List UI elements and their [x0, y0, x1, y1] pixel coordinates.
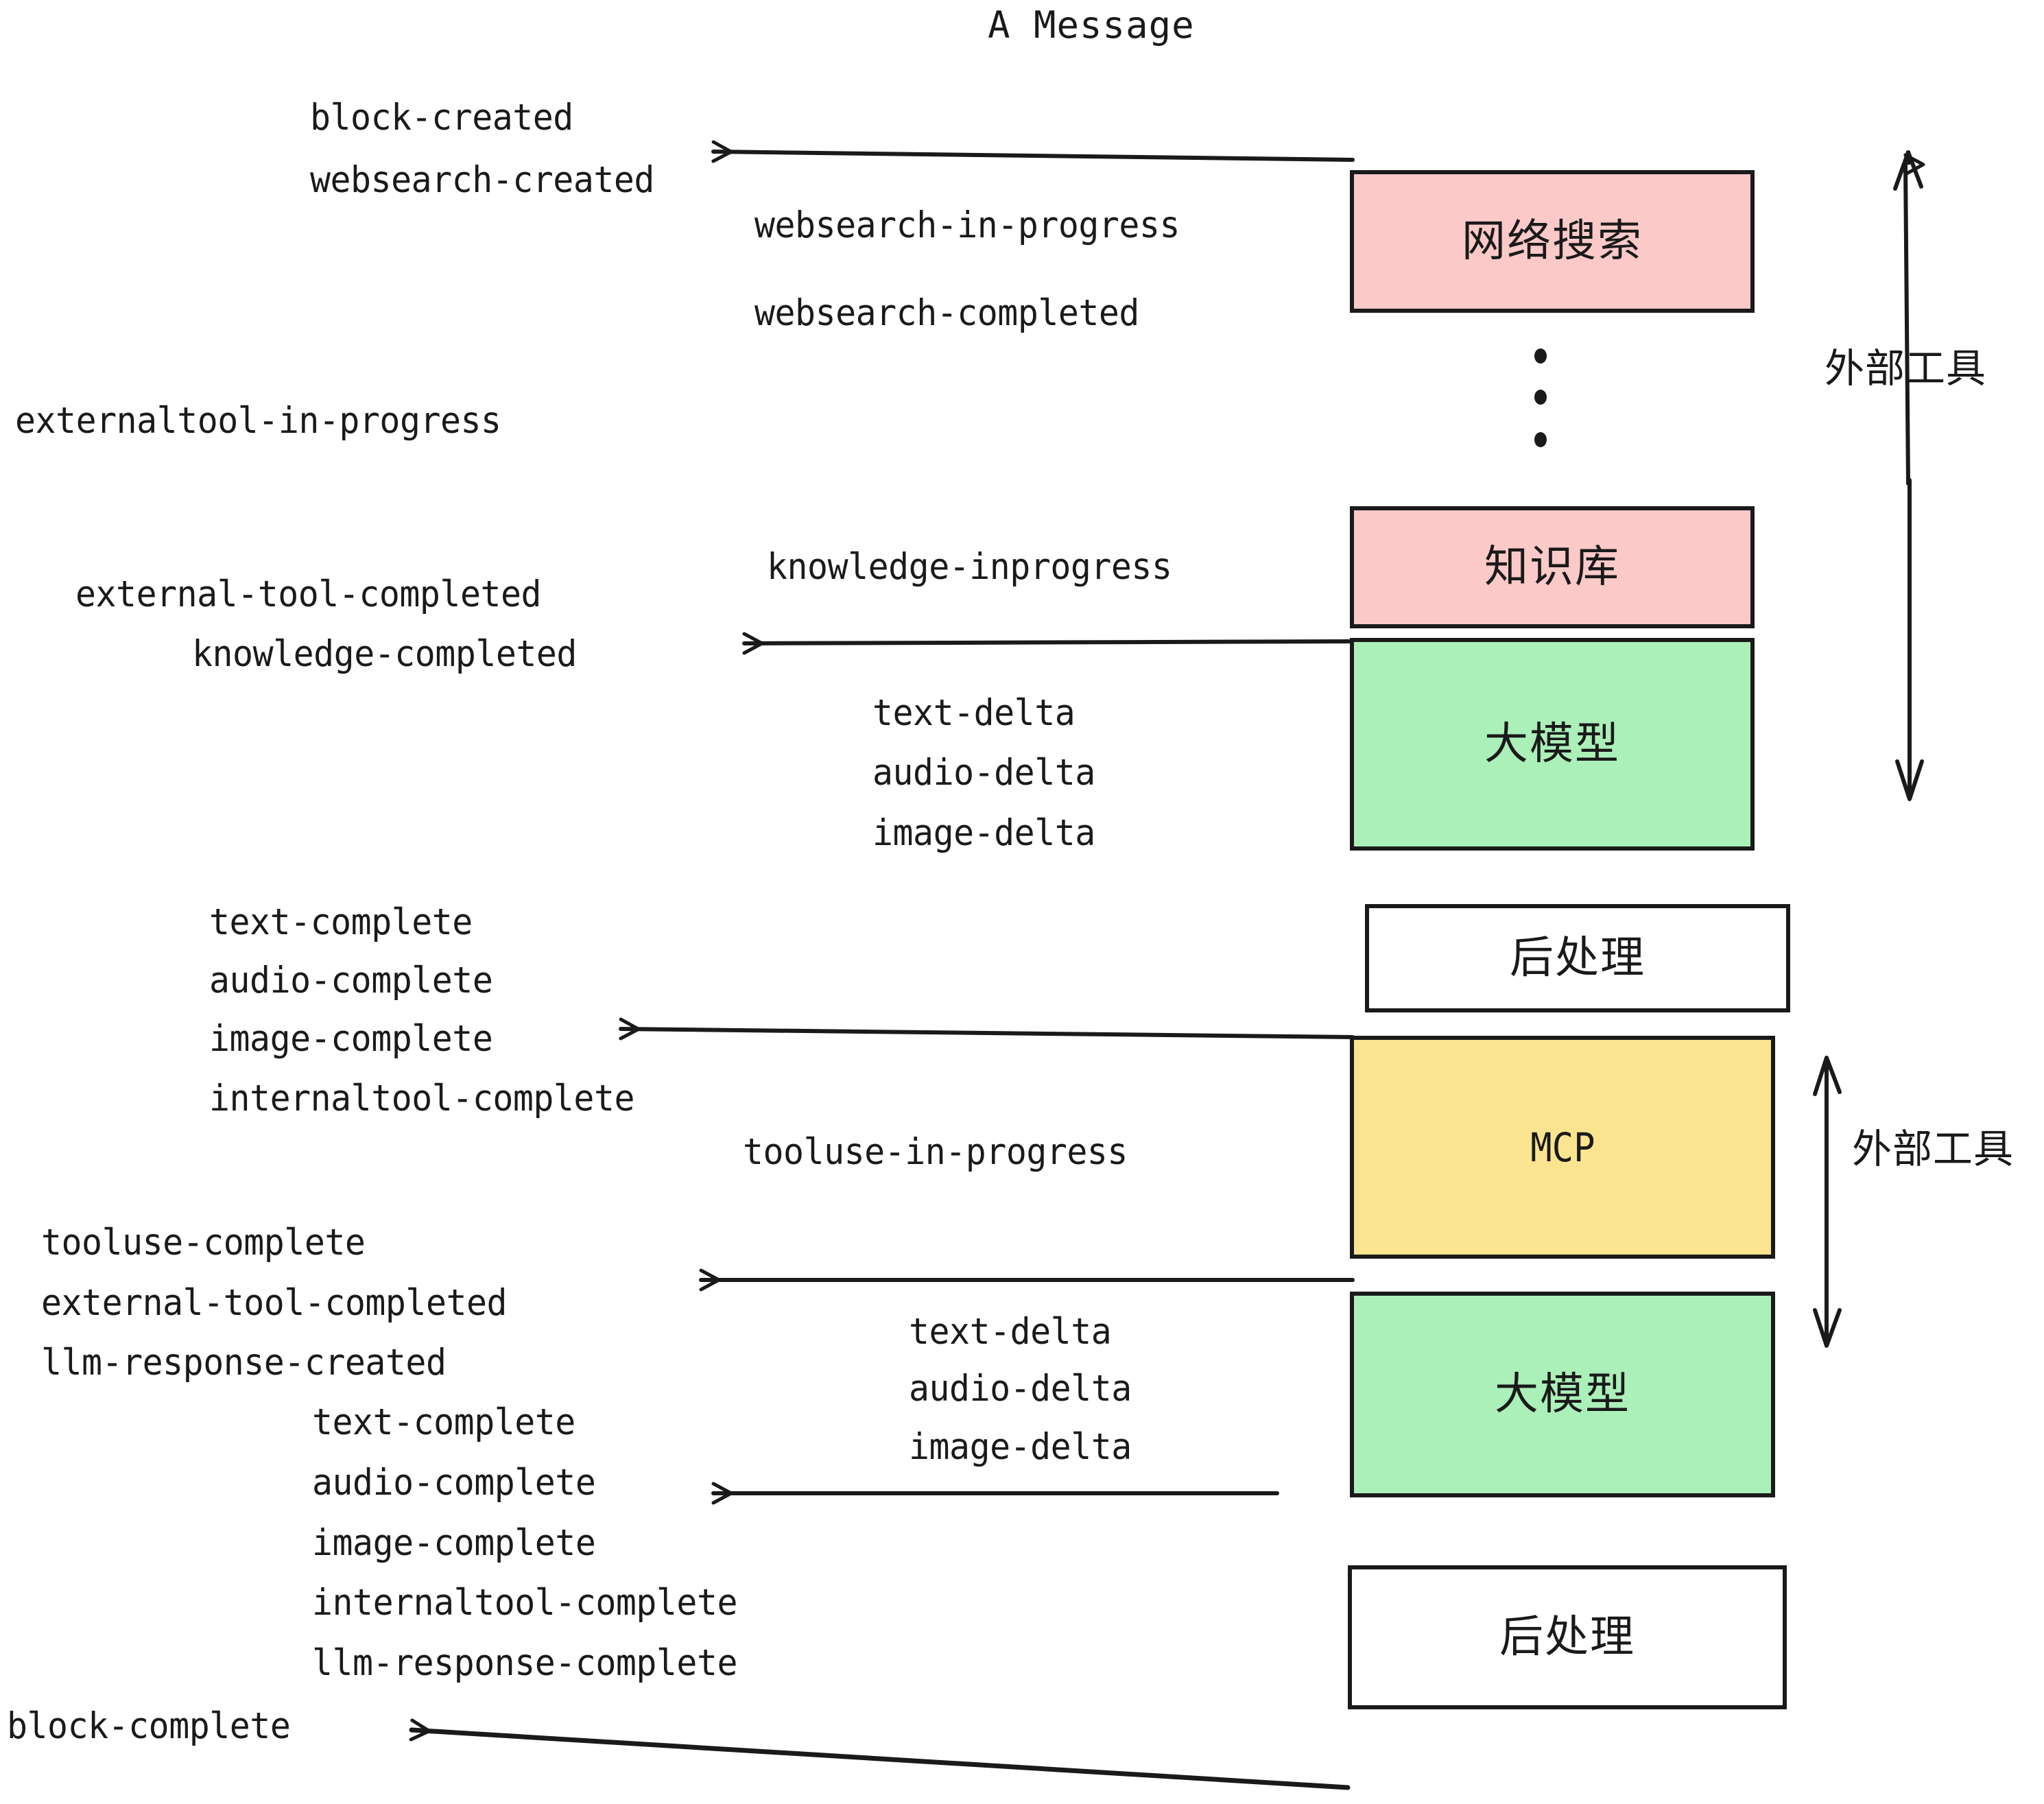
ellipsis-dot-2 — [1534, 390, 1547, 405]
event-block-complete: block-complete — [7, 1705, 291, 1747]
arrow-block-complete — [409, 1718, 1351, 1790]
event-internaltool-complete-2: internaltool-complete — [312, 1582, 738, 1624]
box-mcp[interactable]: MCP — [1350, 1036, 1775, 1259]
event-block-created: block-created — [310, 97, 573, 139]
event-llm-response-complete: llm-response-complete — [312, 1642, 738, 1684]
event-llm-response-created: llm-response-created — [41, 1342, 447, 1384]
box-mcp-label: MCP — [1530, 1124, 1595, 1171]
diagram-title: A Message — [988, 3, 1195, 47]
event-externaltool-in-progress: externaltool-in-progress — [15, 400, 501, 442]
box-llm-1-label: 大模型 — [1484, 719, 1620, 770]
bracket-external-tools-bottom — [1813, 1056, 1842, 1348]
event-tooluse-complete: tooluse-complete — [41, 1222, 366, 1263]
box-websearch-label: 网络搜索 — [1462, 216, 1643, 267]
event-websearch-in-progress: websearch-in-progress — [754, 204, 1180, 246]
box-llm-2-label: 大模型 — [1495, 1369, 1630, 1420]
event-text-complete-2: text-complete — [312, 1401, 575, 1443]
arrow-knowledge-completed — [742, 632, 1355, 655]
event-websearch-completed: websearch-completed — [754, 292, 1139, 334]
side-label-external-tools-top: 外部工具 — [1825, 345, 1987, 392]
side-label-external-tools-bottom: 外部工具 — [1852, 1126, 2015, 1172]
arrow-image-complete — [619, 1017, 1355, 1041]
event-text-delta-2: text-delta — [909, 1311, 1112, 1353]
event-text-complete-1: text-complete — [209, 901, 473, 943]
box-llm-1[interactable]: 大模型 — [1350, 638, 1755, 851]
event-audio-delta-1: audio-delta — [872, 752, 1095, 794]
box-postprocess-1[interactable]: 后处理 — [1365, 904, 1790, 1012]
event-text-delta-1: text-delta — [872, 692, 1076, 734]
event-audio-delta-2: audio-delta — [909, 1368, 1132, 1410]
box-knowledge[interactable]: 知识库 — [1350, 506, 1755, 628]
box-websearch[interactable]: 网络搜索 — [1350, 170, 1755, 313]
box-postprocess-2-label: 后处理 — [1499, 1612, 1635, 1663]
event-audio-complete-1: audio-complete — [209, 960, 493, 1001]
event-internaltool-complete-1: internaltool-complete — [209, 1078, 635, 1119]
event-external-tool-completed-2: external-tool-completed — [41, 1282, 508, 1324]
event-knowledge-inprogress: knowledge-inprogress — [767, 546, 1172, 588]
box-knowledge-label: 知识库 — [1484, 542, 1620, 593]
event-external-tool-completed-1: external-tool-completed — [75, 573, 542, 615]
event-image-delta-1: image-delta — [872, 812, 1095, 854]
arrow-websearch-created — [711, 140, 1355, 163]
event-image-complete-2: image-complete — [312, 1522, 596, 1564]
event-image-delta-2: image-delta — [909, 1426, 1132, 1468]
ellipsis-dot-1 — [1534, 348, 1547, 364]
event-image-complete-1: image-complete — [209, 1018, 493, 1060]
ellipsis-dot-3 — [1534, 432, 1547, 447]
event-websearch-created: websearch-created — [310, 159, 654, 201]
event-audio-complete-2: audio-complete — [312, 1462, 596, 1504]
bracket-external-tools-top — [1893, 150, 1925, 801]
event-knowledge-completed: knowledge-completed — [192, 633, 577, 675]
box-postprocess-1-label: 后处理 — [1510, 933, 1645, 984]
box-llm-2[interactable]: 大模型 — [1350, 1292, 1775, 1497]
box-postprocess-2[interactable]: 后处理 — [1348, 1565, 1787, 1709]
event-tooluse-in-progress: tooluse-in-progress — [743, 1131, 1128, 1173]
